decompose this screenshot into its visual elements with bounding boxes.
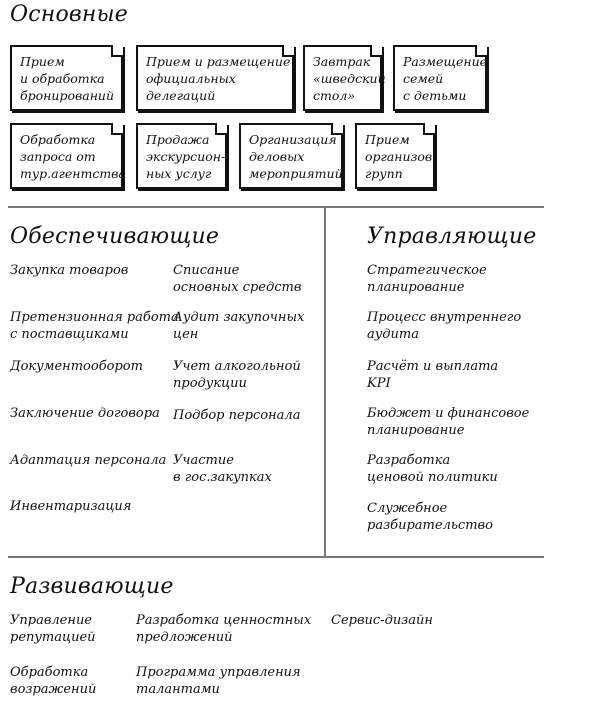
management-item: Расчёт и выплата KPI [367,358,498,392]
item-line: Документооборот [10,359,143,374]
card-line: Организация [249,132,337,147]
item-line: с поставщиками [10,327,129,342]
card-line: с детьми [403,88,467,103]
card-line: семей [403,71,444,86]
item-line: Претензионная работа [10,310,179,325]
item-line: Управление [10,613,93,628]
card-line: мероприятий [249,166,343,181]
development-item: Управление репутацией [10,612,96,646]
card-line: Завтрак [313,54,371,69]
item-line: репутацией [10,630,96,645]
item-line: Стратегическое [367,263,487,278]
item-line: планирование [367,280,465,295]
process-card-business-events: Организация деловых мероприятий [239,123,343,189]
support-item: Документооборот [10,358,143,375]
item-line: продукции [173,376,247,391]
support-section-title: Обеспечивающие [10,224,220,249]
card-line: Прием и размещение [146,54,291,69]
process-card-agency-request: Обработка запроса от тур.агентства [10,123,126,189]
item-line: Расчёт и выплата [367,359,499,374]
card-line: «шведский [313,71,386,86]
item-line: Бюджет и финансовое [367,406,530,421]
item-line: Заключение договора [10,406,160,421]
item-line: предложений [136,630,233,645]
support-item: Инвентаризация [10,498,131,515]
divider-horizontal-top [8,206,544,208]
item-line: цен [173,327,199,342]
item-line: Обработка [10,665,89,680]
item-line: разбирательство [367,518,493,533]
item-line: Служебное [367,501,448,516]
item-line: Аудит закупочных [173,310,305,325]
support-item: Заключение договора [10,405,160,422]
development-item: Программа управления талантами [136,664,301,698]
item-line: Участие [173,453,234,468]
item-line: Списание [173,263,240,278]
development-item: Сервис-дизайн [331,612,433,629]
item-line: Адаптация персонала [10,453,167,468]
item-line: Учет алкогольной [173,359,301,374]
main-section-title: Основные [10,2,128,27]
item-line: основных средств [173,280,302,295]
item-line: Программа управления [136,665,301,680]
divider-vertical [324,206,326,558]
process-card-groups: Прием организов. групп [355,123,437,189]
card-line: деловых [249,149,305,164]
item-line: Инвентаризация [10,499,132,514]
card-line: Размещение [403,54,488,69]
management-item: Служебное разбирательство [367,500,493,534]
item-line: Процесс внутреннего [367,310,522,325]
item-line: Разработка ценностных [136,613,312,628]
development-item: Обработка возражений [10,664,96,698]
management-item: Процесс внутреннего аудита [367,309,521,343]
item-line: KPI [367,376,391,391]
management-item: Разработка ценовой политики [367,452,498,486]
item-line: в гос.закупках [173,470,272,485]
process-card-families: Размещение семей с детьми [393,45,487,111]
card-line: Обработка [20,132,96,147]
card-line: тур.агентства [20,166,126,181]
card-line: запроса от [20,149,96,164]
development-section-title: Развивающие [10,574,174,599]
card-line: организов. [365,149,437,164]
item-line: талантами [136,682,220,697]
card-line: бронирований [20,88,115,103]
card-line: стол» [313,88,355,103]
process-card-breakfast: Завтрак «шведский стол» [303,45,386,111]
process-card-excursions: Продажа экскурсион- ных услуг [136,123,227,189]
card-line: делегаций [146,88,216,103]
item-line: ценовой политики [367,470,498,485]
item-line: возражений [10,682,97,697]
card-line: Прием [365,132,410,147]
item-line: Подбор персонала [173,408,301,423]
item-line: Разработка [367,453,451,468]
support-item: Аудит закупочных цен [173,309,304,343]
card-line: Прием [20,54,65,69]
support-item: Участие в гос.закупках [173,452,272,486]
support-item: Подбор персонала [173,407,300,424]
support-item: Списание основных средств [173,262,301,296]
item-line: Сервис-дизайн [331,613,433,628]
support-item: Закупка товаров [10,262,128,279]
card-line: и обработка [20,71,105,86]
management-section-title: Управляющие [367,224,537,249]
card-line: экскурсион- [146,149,226,164]
item-line: планирование [367,423,465,438]
process-card-booking: Прием и обработка бронирований [10,45,123,111]
management-item: Стратегическое планирование [367,262,487,296]
support-item: Учет алкогольной продукции [173,358,301,392]
card-line: групп [365,166,403,181]
item-line: Закупка товаров [10,263,129,278]
card-line: официальных [146,71,236,86]
management-item: Бюджет и финансовое планирование [367,405,529,439]
item-line: аудита [367,327,419,342]
divider-horizontal-bottom [8,556,544,558]
card-line: ных услуг [146,166,212,181]
development-item: Разработка ценностных предложений [136,612,311,646]
process-card-delegations: Прием и размещение официальных делегаций [136,45,294,111]
support-item: Претензионная работа с поставщиками [10,309,179,343]
support-item: Адаптация персонала [10,452,166,469]
card-line: Продажа [146,132,210,147]
